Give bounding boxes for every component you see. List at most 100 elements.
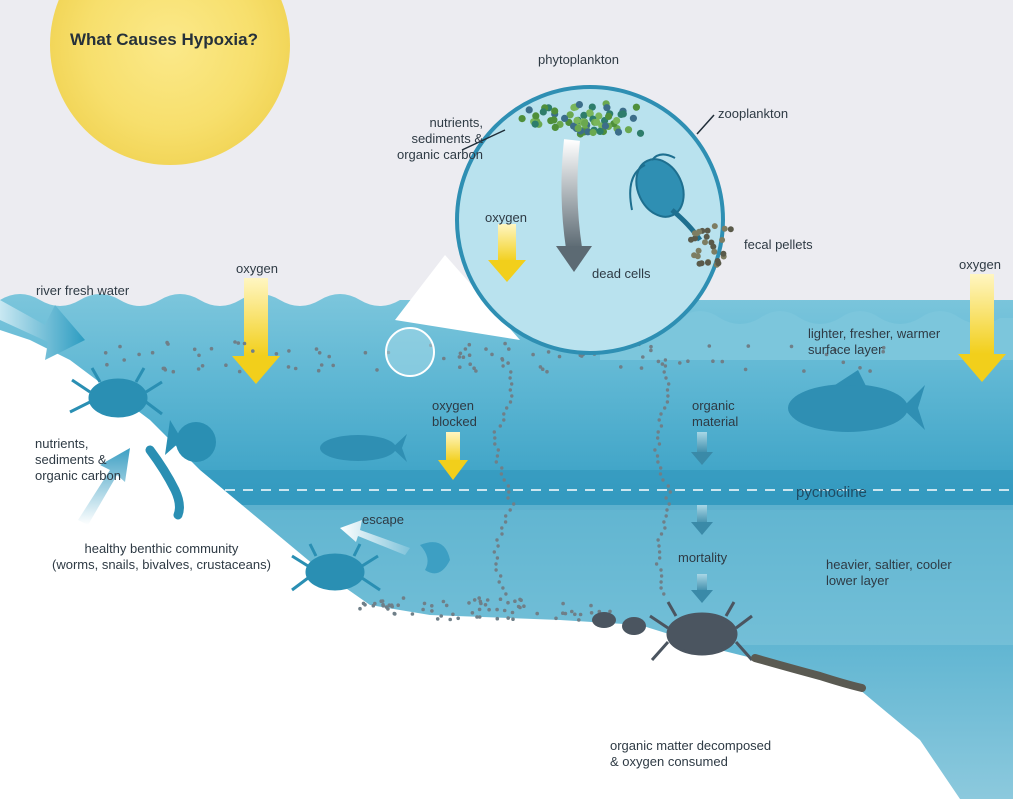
particle-dot: [881, 349, 885, 354]
label-oxygen-blocked: oxygen blocked: [432, 398, 477, 429]
particle-dot: [510, 382, 514, 386]
particle-dot: [522, 604, 526, 608]
particle-dot: [293, 366, 298, 371]
fish-small: [320, 434, 407, 462]
particle-dot: [656, 460, 660, 464]
particle-dot: [444, 603, 449, 608]
particle-dot: [361, 601, 366, 606]
particle-dot: [665, 508, 669, 512]
particle-dot: [557, 354, 562, 359]
oxygen-arrow-left: [232, 278, 280, 384]
particle-dot: [502, 478, 506, 482]
particle-dot: [668, 490, 672, 494]
particle-dot: [573, 116, 581, 125]
particle-dot: [662, 370, 666, 374]
particle-dot: [233, 340, 237, 344]
particle-dot: [659, 466, 663, 470]
particle-dots: [103, 340, 886, 622]
particle-dot: [435, 617, 440, 621]
particle-dot: [603, 104, 611, 112]
particle-dot: [663, 526, 667, 530]
phytoplankton-dots: [518, 100, 645, 138]
particle-dot: [580, 111, 588, 119]
fish-large: [788, 370, 925, 432]
crab-dead: [649, 601, 754, 661]
particle-dot: [317, 351, 322, 355]
particle-dot: [686, 359, 690, 364]
particle-dot: [589, 611, 594, 615]
particle-dot: [507, 490, 511, 494]
particle-dot: [659, 532, 664, 536]
particle-dot: [474, 369, 478, 373]
particle-dot: [496, 448, 500, 452]
particle-dot: [703, 233, 710, 240]
particle-dot: [439, 614, 444, 618]
particle-dot: [442, 356, 446, 361]
particle-dot: [589, 128, 597, 137]
particle-dot: [501, 364, 505, 368]
particle-dot: [498, 424, 502, 428]
particle-dot: [663, 406, 667, 410]
particle-dot: [708, 239, 715, 246]
particle-dot: [498, 597, 503, 601]
particle-dot: [500, 358, 505, 362]
particle-dot: [667, 502, 671, 506]
particle-dot: [237, 369, 242, 374]
particle-dot: [619, 365, 623, 369]
particle-dot: [881, 345, 886, 350]
particle-dot: [661, 478, 665, 482]
particle-dot: [518, 115, 526, 123]
particle-dot: [477, 607, 482, 612]
label-oxygen-circle: oxygen: [485, 210, 527, 225]
dead-cells-arrow: [556, 139, 592, 272]
particle-dot: [613, 117, 621, 125]
particle-dot: [641, 355, 645, 359]
particle-dot: [150, 350, 155, 355]
particle-dot: [694, 230, 700, 237]
particle-dot: [649, 348, 653, 353]
particle-dot: [506, 484, 511, 488]
particle-dot: [467, 353, 472, 358]
particle-dot: [375, 368, 379, 372]
particle-dot: [430, 604, 434, 608]
particle-dot: [554, 616, 558, 621]
particle-dot: [358, 606, 362, 611]
label-lower-layer: heavier, saltier, cooler lower layer: [826, 557, 952, 588]
particle-dot: [868, 369, 872, 373]
particle-dot: [711, 223, 718, 230]
particle-dot: [664, 514, 668, 518]
particle-dot: [561, 611, 565, 615]
particle-dot: [660, 362, 665, 366]
oxygen-arrow-right: [958, 274, 1006, 382]
particle-dot: [746, 344, 751, 348]
particle-dot: [499, 574, 503, 578]
particle-dot: [551, 107, 559, 115]
particle-dot: [666, 394, 670, 398]
particle-dot: [704, 227, 711, 234]
particle-dot: [639, 366, 644, 370]
particle-dot: [495, 616, 500, 621]
particle-dot: [197, 353, 201, 358]
particle-dot: [789, 344, 794, 349]
particle-dot: [506, 361, 510, 365]
label-surface-layer: lighter, fresher, warmer surface layer: [808, 326, 941, 357]
particle-dot: [659, 586, 663, 590]
leader-zooplankton: [696, 114, 715, 135]
escape-arrow: [340, 520, 410, 555]
particle-dot: [532, 112, 540, 120]
particle-dot: [503, 341, 507, 346]
particle-dot: [720, 359, 725, 364]
particle-dot: [525, 106, 533, 114]
label-organic-material: organic material: [692, 398, 739, 429]
particle-dot: [484, 347, 488, 351]
particle-dot: [381, 604, 386, 608]
particle-dot: [493, 442, 497, 446]
particle-dot: [656, 538, 660, 542]
label-oxygen-right: oxygen: [959, 257, 1001, 272]
particle-dot: [508, 508, 512, 512]
particle-dot: [512, 502, 516, 506]
glow-shape: [395, 255, 520, 340]
particle-dot: [316, 368, 321, 373]
particle-dot: [494, 562, 498, 566]
